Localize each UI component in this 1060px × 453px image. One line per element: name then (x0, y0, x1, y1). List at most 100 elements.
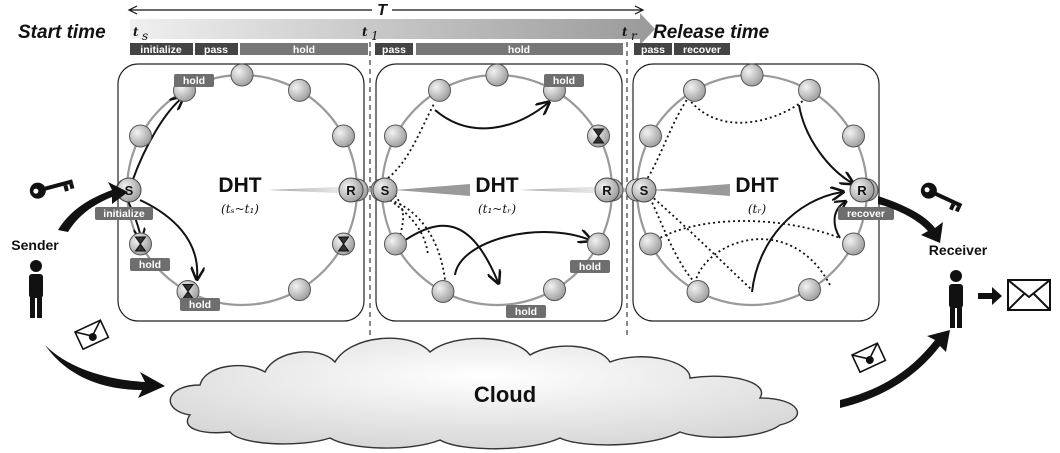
key-icon (29, 179, 75, 199)
dht-node (798, 78, 821, 102)
dht-node (129, 124, 152, 148)
dht-node (639, 232, 662, 256)
dht-node (288, 78, 311, 102)
person-icon (949, 270, 963, 328)
svg-text:S: S (125, 183, 134, 198)
person-icon (29, 260, 43, 318)
dht-node (639, 124, 662, 148)
key-beam (520, 186, 612, 194)
svg-text:hold: hold (189, 299, 211, 311)
phase-segment-pass: pass (634, 43, 672, 56)
receiver-node: R (594, 177, 620, 203)
key-beam (650, 184, 730, 196)
release-time-label: Release time (653, 22, 770, 43)
svg-text:initialize: initialize (103, 208, 145, 220)
svg-text:recover: recover (683, 44, 721, 56)
svg-text:hold: hold (293, 44, 315, 56)
phase-segment-pass: pass (375, 43, 413, 56)
receiver-node: R (338, 177, 364, 203)
hourglass-icon (134, 236, 147, 252)
svg-text:t: t (622, 25, 628, 39)
hold-tag: hold (130, 258, 170, 271)
dht-node (428, 78, 451, 102)
svg-text:hold: hold (183, 75, 205, 87)
dht-node (288, 278, 311, 302)
svg-text:hold: hold (553, 75, 575, 87)
time-marker-t1: t 1 (362, 25, 379, 43)
dht-node (798, 278, 821, 302)
svg-text:1: 1 (371, 29, 379, 43)
svg-text:t: t (362, 25, 368, 39)
hold-tag: hold (570, 260, 610, 273)
sender-cloud-arrow (45, 345, 165, 398)
dht-range-label: (t₁~tᵣ) (478, 202, 516, 216)
hold-tag: hold (544, 74, 584, 87)
envelope-icon (73, 319, 110, 351)
dht-label: DHT (218, 174, 261, 197)
sender-key-arrow (58, 182, 128, 232)
phase-segment-hold: hold (240, 43, 368, 56)
svg-text:R: R (346, 183, 356, 198)
svg-text:pass: pass (641, 44, 665, 56)
phase-segment-pass: pass (195, 43, 238, 56)
dht-range-label: (tₛ~t₁) (221, 202, 259, 216)
lock-icon (865, 355, 874, 364)
time-bar (130, 13, 655, 45)
svg-text:recover: recover (847, 208, 885, 220)
svg-text:hold: hold (508, 44, 530, 56)
svg-text:r: r (631, 29, 638, 43)
dht-label: DHT (735, 174, 778, 197)
cloud-receiver-arrow (840, 330, 950, 408)
phase-segment-initialize: initialize (130, 43, 193, 56)
key-beam (395, 184, 470, 196)
dht-node (842, 232, 865, 256)
dht-node (740, 63, 764, 87)
timeline: T Start time Release time t s t 1 t r in… (18, 0, 770, 56)
dht-node (230, 63, 254, 87)
envelope-icon (850, 342, 887, 374)
cloud-label: Cloud (474, 382, 536, 407)
period-label: T (377, 2, 388, 19)
lock-icon (88, 332, 97, 341)
svg-text:t: t (133, 25, 139, 39)
dht-node (384, 232, 407, 256)
svg-text:hold: hold (579, 261, 601, 273)
dht-label: DHT (475, 174, 518, 197)
hourglass-icon (337, 236, 350, 252)
svg-text:S: S (640, 183, 649, 198)
dht-node (384, 124, 407, 148)
receiver-label: Receiver (929, 242, 988, 258)
dht-nodes (115, 63, 879, 303)
dht-node (587, 232, 610, 256)
phase-segment-hold: hold (416, 43, 623, 56)
receiver-actor: Receiver (840, 182, 1051, 408)
panel-2-paths (387, 102, 590, 282)
svg-text:s: s (142, 29, 148, 43)
sender-label: Sender (11, 237, 59, 253)
svg-text:R: R (857, 183, 867, 198)
dht-node (431, 280, 455, 303)
hold-tag: hold (174, 74, 214, 87)
dht-node (543, 278, 566, 302)
start-time-label: Start time (18, 22, 106, 43)
time-marker-ts: t s (133, 25, 148, 43)
sender-node: S (631, 177, 657, 203)
time-marker-tr: t r (622, 25, 638, 43)
phase-segment-recover: recover (674, 43, 730, 56)
sender-node: S (372, 177, 398, 203)
svg-text:hold: hold (515, 306, 537, 318)
svg-text:S: S (381, 183, 390, 198)
sender-actor: Sender (11, 179, 165, 398)
svg-text:pass: pass (204, 44, 228, 56)
dht-node (683, 78, 706, 102)
initialize-tag: initialize (95, 207, 153, 220)
dht-node (332, 124, 355, 148)
dht-node (686, 280, 710, 303)
hold-tag: hold (506, 305, 546, 318)
dht-node (842, 124, 865, 148)
cloud: Cloud (169, 337, 799, 450)
receiver-key-arrow (878, 196, 943, 243)
svg-text:initialize: initialize (140, 44, 182, 56)
svg-text:hold: hold (139, 259, 161, 271)
